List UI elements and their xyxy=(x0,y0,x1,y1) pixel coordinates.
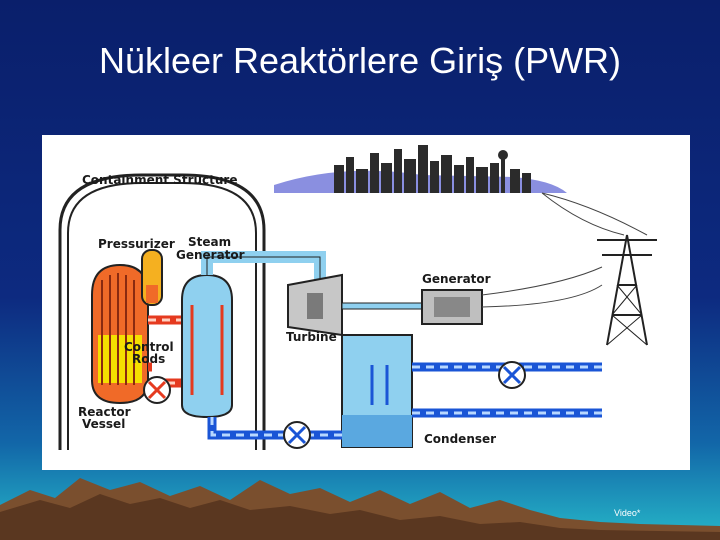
city-skyline xyxy=(274,145,567,193)
label-control-rods-2: Rods xyxy=(132,352,165,366)
mountain-range xyxy=(0,478,720,540)
label-steam-generator-2: Generator xyxy=(176,248,245,262)
pwr-diagram: Containment Structure Pressurizer Steam … xyxy=(42,135,690,470)
label-reactor-vessel-2: Vessel xyxy=(82,417,125,431)
steam-line xyxy=(201,251,326,283)
cooling-loop xyxy=(412,361,602,418)
primary-pump xyxy=(143,376,171,404)
label-steam-generator-1: Steam xyxy=(188,235,231,249)
label-control-rods-1: Control xyxy=(124,340,174,354)
feedwater-line xyxy=(207,417,342,449)
label-containment: Containment Structure xyxy=(82,173,237,187)
pressurizer xyxy=(141,249,163,306)
label-reactor-vessel-1: Reactor xyxy=(78,405,131,419)
turbine xyxy=(287,273,343,337)
label-pressurizer: Pressurizer xyxy=(98,237,175,251)
containment-structure xyxy=(58,173,266,450)
slide-title: Nükleer Reaktörlere Giriş (PWR) xyxy=(98,40,622,81)
label-generator: Generator xyxy=(422,272,491,286)
condenser xyxy=(341,334,413,448)
transmission-tower xyxy=(481,192,657,346)
steam-generator xyxy=(181,273,233,419)
reactor-vessel xyxy=(91,263,149,405)
video-link[interactable]: Video* xyxy=(614,508,641,518)
label-turbine: Turbine xyxy=(286,330,337,344)
label-condenser: Condenser xyxy=(424,432,496,446)
pwr-diagram-svg: Containment Structure Pressurizer Steam … xyxy=(58,145,657,450)
generator xyxy=(421,289,483,325)
